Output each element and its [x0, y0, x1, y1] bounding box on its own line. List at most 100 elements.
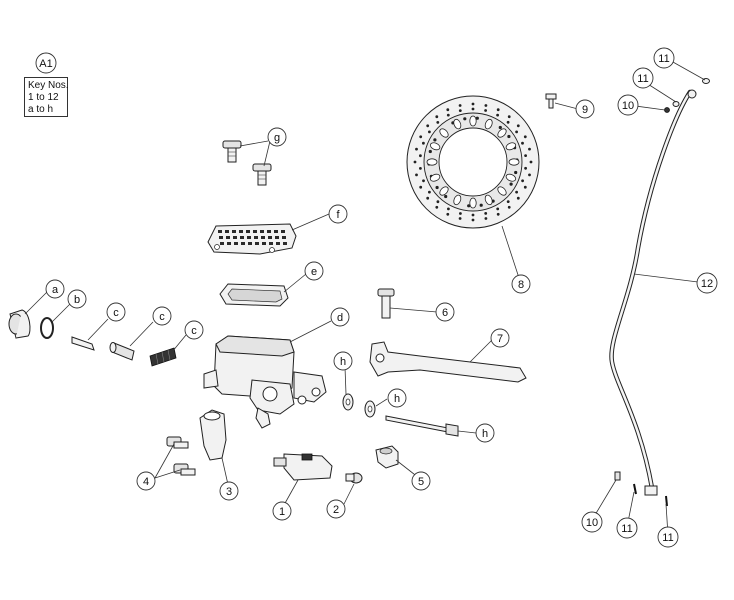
disc-hole [509, 182, 513, 186]
pipe-clip [614, 471, 621, 481]
disc-hole [459, 212, 462, 215]
cover-rib [260, 230, 264, 233]
disc-hole [446, 113, 450, 117]
disc-hole [426, 196, 430, 200]
svg-text:h: h [340, 356, 346, 368]
disc-hole [471, 218, 475, 222]
long-bolt [385, 415, 459, 437]
cover-rib [226, 236, 230, 239]
disc-slot [439, 128, 449, 138]
disc-hole [463, 117, 467, 121]
key-box-line: 1 to 12 [28, 92, 59, 103]
disc-slot [484, 194, 493, 206]
disc-hole [435, 115, 439, 119]
disc-hole [435, 205, 439, 209]
svg-text:3: 3 [226, 486, 232, 498]
disc-hole [484, 217, 488, 220]
pipe-washer [672, 101, 680, 107]
disc-hole [496, 113, 499, 117]
callout-10: 10 [581, 511, 603, 533]
piston-seal [109, 342, 135, 361]
callout-11: 11 [657, 526, 679, 548]
callout-12: 12 [696, 272, 718, 294]
disc-hole [496, 207, 500, 211]
disc-hole [471, 102, 475, 106]
cover-rib [220, 242, 224, 245]
callout-4: 4 [136, 471, 156, 491]
callout-c: c [152, 306, 172, 326]
cover-rib [227, 242, 231, 245]
disc-hole [529, 160, 533, 164]
disc-hole [428, 190, 431, 194]
disc-hole [484, 109, 487, 112]
disc-hole [523, 185, 527, 189]
cover-rib [269, 242, 273, 245]
reservoir-cover [207, 223, 297, 255]
svg-text:h: h [482, 428, 488, 440]
callout-9: 9 [575, 99, 595, 119]
callout-7: 7 [490, 328, 510, 348]
svg-text:a: a [52, 284, 59, 296]
disc-hole [515, 130, 518, 134]
disc-slots [426, 115, 520, 209]
disc-slot [497, 186, 507, 196]
svg-text:b: b [74, 294, 80, 306]
callout-5: 5 [411, 471, 431, 491]
disc-hole [467, 204, 471, 208]
cap-screw [252, 163, 272, 186]
callout-3: 3 [219, 481, 239, 501]
disc-hole [446, 212, 450, 216]
callout-11: 11 [616, 517, 638, 539]
svg-text:9: 9 [582, 104, 588, 116]
key-box-line: Key Nos. [28, 80, 69, 91]
callout-10: 10 [617, 94, 639, 116]
pipe-clip [665, 495, 668, 507]
cover-rib [282, 236, 286, 239]
cover-rib [239, 230, 243, 233]
disc-hole [515, 190, 518, 194]
cover-rib [218, 230, 222, 233]
cover-rib [219, 236, 223, 239]
disc-slot [453, 194, 462, 206]
svg-text:12: 12 [701, 278, 713, 290]
callout-b: b [67, 289, 87, 309]
disc-hole [433, 138, 437, 142]
disc-slot [505, 173, 517, 182]
svg-text:5: 5 [418, 476, 424, 488]
disc-hole [507, 134, 511, 139]
callout-g: g [267, 127, 287, 147]
svg-text:10: 10 [586, 517, 598, 529]
svg-text:A1: A1 [39, 58, 52, 70]
cover-rib [274, 230, 278, 233]
disc-hole [479, 203, 483, 207]
disc-hole [516, 124, 520, 128]
cover-rib [246, 230, 250, 233]
disc-slot [508, 158, 520, 166]
cover-rib [241, 242, 245, 245]
circlip [40, 317, 54, 339]
svg-text:g: g [274, 132, 280, 144]
callout-a: a [45, 279, 65, 299]
disc-hole [419, 135, 423, 139]
callout-h: h [333, 351, 353, 371]
disc-slot [484, 118, 493, 130]
disc-slot [426, 158, 438, 166]
key-box: Key Nos. 1 to 12 a to h [24, 77, 69, 117]
disc-hole [419, 185, 423, 189]
cover-rib [254, 236, 258, 239]
disc-hole [436, 200, 440, 204]
callout-c: c [184, 320, 204, 340]
disc-hole [447, 207, 450, 211]
pipe-clip [633, 483, 637, 495]
disc-hole [419, 167, 422, 170]
disc-hole [514, 170, 518, 175]
disc-hole [419, 154, 422, 158]
handlebar-clamp [199, 409, 227, 461]
svg-text:d: d [337, 312, 343, 324]
cover-rib [267, 230, 271, 233]
disc-hole [435, 185, 439, 190]
disc-hole [422, 179, 425, 183]
brake-lever [369, 341, 527, 383]
disc-hole [484, 212, 488, 215]
cover-rib [240, 236, 244, 239]
